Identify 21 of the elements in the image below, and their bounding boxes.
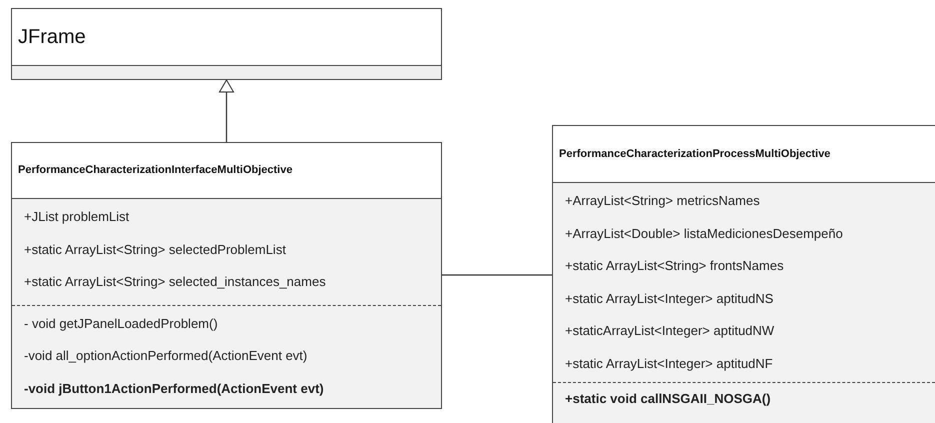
member-text: +JList problemList xyxy=(24,208,130,226)
member-text: +static ArrayList<Integer> aptitudNS xyxy=(565,290,774,308)
class-box xyxy=(552,125,935,423)
class-name: PerformanceCharacterizationInterfaceMultiObjective xyxy=(18,163,292,178)
member-text: +ArrayList<Double> listaMedicionesDesempeño xyxy=(565,224,843,243)
member-text: +ArrayList<String> metricsNames xyxy=(565,192,760,210)
member-text: -void all_optionActionPerformed(ActionEvent evt) xyxy=(24,347,308,365)
member-text: +static ArrayList<String> selected_instances_names xyxy=(24,273,326,291)
member-text: +static ArrayList<String> frontsNames xyxy=(565,257,784,275)
inheritance-arrow xyxy=(219,80,234,142)
method-text: +static void callNSGAII_NOSGA() xyxy=(565,390,771,408)
class-name: JFrame xyxy=(18,25,86,50)
class-box xyxy=(11,142,442,409)
association-line xyxy=(442,274,552,276)
class-name: PerformanceCharacterizationProcessMultiObjective xyxy=(559,146,830,162)
member-text: +static ArrayList<String> selectedProblemList xyxy=(24,240,286,259)
method-text: -void jButton1ActionPerformed(ActionEvent evt) xyxy=(24,380,324,398)
member-text: - void getJPanelLoadedProblem() xyxy=(24,314,218,333)
class-box xyxy=(11,8,442,80)
member-text: +staticArrayList<Integer> aptitudNW xyxy=(565,322,774,340)
member-text: +static ArrayList<Integer> aptitudNF xyxy=(565,354,773,373)
